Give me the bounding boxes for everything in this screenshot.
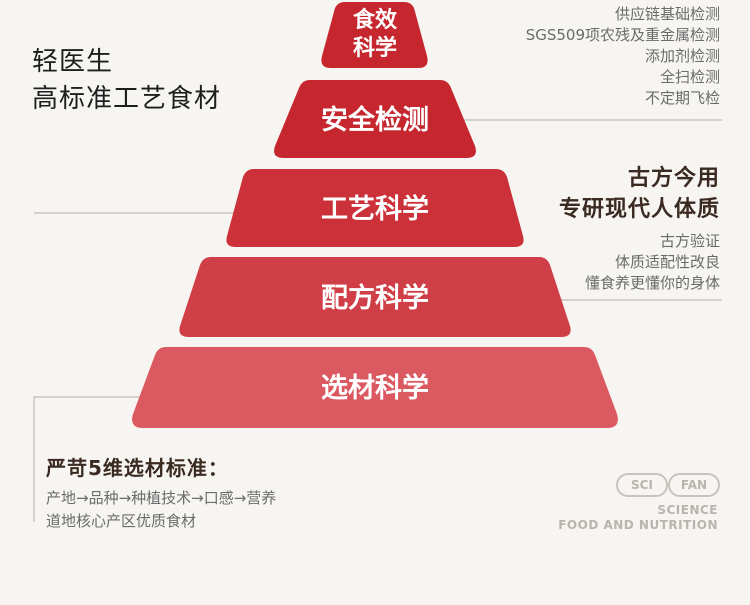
formula-headline-line2: 专研现代人体质 [558,197,720,222]
selection-title: 严苛5维选材标准： [46,456,229,480]
connector-selection [33,396,170,522]
brand-name: 轻医生 [32,47,114,77]
logo-wordmark: SCIENCE FOOD AND NUTRITION [558,503,718,533]
formula-note-item: 古方验证 [659,232,720,250]
safety-notes: 供应链基础检测 SGS509项农残及重金属检测 添加剂检测 全扫检测 不定期飞检 [526,4,720,109]
pyramid-tier-material-science [132,347,618,428]
pyramid-tier-food-effect [321,2,428,68]
formula-headline-line1: 古方今用 [627,166,720,191]
tier-food-effect-label-1: 食效 [353,7,397,33]
tier-craft-science-label: 工艺科学 [321,193,429,225]
safety-note-item: 全扫检测 [659,68,720,86]
fan-badge: FAN [668,473,720,497]
safety-note-item: 供应链基础检测 [614,5,720,23]
selection-line1: 产地→品种→种植技术→口感→营养 [46,489,277,507]
pyramid-tier-safety-testing [274,80,476,158]
pyramid-tier-craft-science [226,169,524,247]
logo-line1: SCIENCE [657,503,718,517]
tier-safety-testing-label: 安全检测 [321,104,429,136]
logo-line2: FOOD AND NUTRITION [558,518,718,532]
tier-formula-science-label: 配方科学 [321,282,429,314]
safety-note-item: 添加剂检测 [644,47,720,65]
safety-note-item: SGS509项农残及重金属检测 [525,26,720,44]
formula-headline: 古方今用 专研现代人体质 [559,163,720,225]
sci-badge: SCI [616,473,668,497]
tier-material-science-label: 选材科学 [321,372,429,404]
selection-line2: 道地核心产区优质食材 [46,512,197,530]
brand-slogan: 高标准工艺食材 [32,84,222,114]
selection-standards: 严苛5维选材标准： 产地→品种→种植技术→口感→营养 道地核心产区优质食材 [46,452,276,533]
formula-notes: 古方验证 体质适配性改良 懂食养更懂你的身体 [585,231,720,294]
formula-note-item: 体质适配性改良 [614,253,720,271]
tier-food-effect-label-2: 科学 [353,35,397,61]
safety-note-item: 不定期飞检 [644,89,720,107]
formula-note-item: 懂食养更懂你的身体 [584,274,720,292]
brand-title: 轻医生 高标准工艺食材 [32,44,221,118]
pyramid-tier-formula-science [179,257,571,337]
